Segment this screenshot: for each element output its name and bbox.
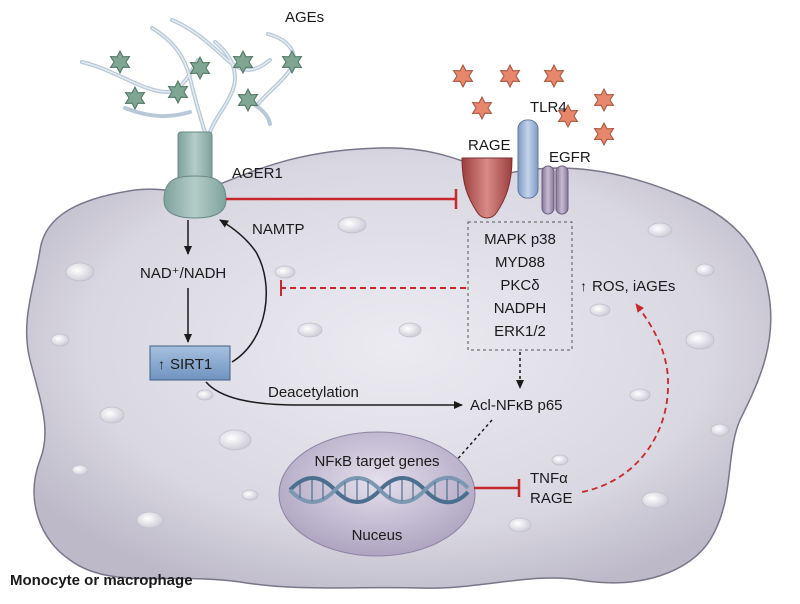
egfr-label: EGFR: [549, 149, 591, 166]
age-molecule: [593, 87, 615, 113]
nucleus-inhibits-tnfa: [474, 479, 521, 497]
ager1-label: AGER1: [232, 165, 283, 182]
age-molecule: [593, 121, 615, 147]
tlr4-receptor: [517, 119, 539, 199]
age-molecule: [281, 49, 303, 75]
deacetylation-arrow: [205, 381, 463, 409]
sirt1-label: SIRT1: [170, 356, 212, 373]
rage-label: RAGE: [468, 137, 511, 154]
rage-receptor: [461, 157, 513, 219]
age-molecule: [167, 79, 189, 105]
signaling-item: PKCδ: [500, 277, 539, 294]
ros-up-arrow: ↑: [580, 278, 587, 294]
age-molecule: [232, 49, 254, 75]
ages-molecules-extracellular: [452, 63, 615, 147]
age-molecule: [237, 87, 259, 113]
cell-body: [25, 147, 772, 589]
age-molecule: [499, 63, 521, 89]
ages-strands-highlight: [81, 19, 295, 133]
age-molecule: [543, 63, 565, 89]
nfkb-target-genes-label: NFκB target genes: [314, 453, 439, 470]
ager1-inhibits-rage: [226, 189, 458, 209]
box-inhibits-nad: [280, 280, 466, 296]
signaling-item: MAPK p38: [484, 231, 556, 248]
signaling-item: NADPH: [494, 300, 547, 317]
ages-molecules: [109, 49, 303, 113]
nad-nadh-label: NAD⁺/NADH: [140, 265, 226, 282]
namtp-label: NAMTP: [252, 221, 305, 238]
deacetylation-label: Deacetylation: [268, 384, 359, 401]
age-molecule: [557, 103, 579, 129]
tlr4-label: TLR4: [530, 99, 567, 116]
tnfa-to-ros-arrow: [581, 303, 669, 493]
ager1-receptor: [163, 131, 227, 219]
age-molecule: [471, 95, 493, 121]
signaling-box: [467, 221, 573, 351]
acl-nfkb-label: Acl-NFκB p65: [470, 397, 563, 414]
age-molecule: [189, 55, 211, 81]
sirt1-box: [149, 345, 231, 381]
sirt1-up-arrow: ↑: [158, 356, 165, 372]
ages-label: AGEs: [285, 9, 324, 26]
namtp-feedback-arrow: [219, 219, 267, 363]
dna-helix: [288, 475, 470, 505]
age-molecule: [452, 63, 474, 89]
egfr-receptor: [541, 165, 569, 215]
signaling-item: ERK1/2: [494, 323, 546, 340]
age-molecule: [109, 49, 131, 75]
age-molecule: [124, 85, 146, 111]
tnfa-label: TNFα: [530, 470, 568, 487]
cell-type-label: Monocyte or macrophage: [10, 572, 193, 589]
signaling-item: MYD88: [495, 254, 545, 271]
ros-label: ROS, iAGEs: [592, 278, 675, 295]
rage-gene-label: RAGE: [530, 490, 573, 507]
cell-vesicles: [50, 216, 730, 547]
nucleus-label: Nuceus: [352, 527, 403, 544]
